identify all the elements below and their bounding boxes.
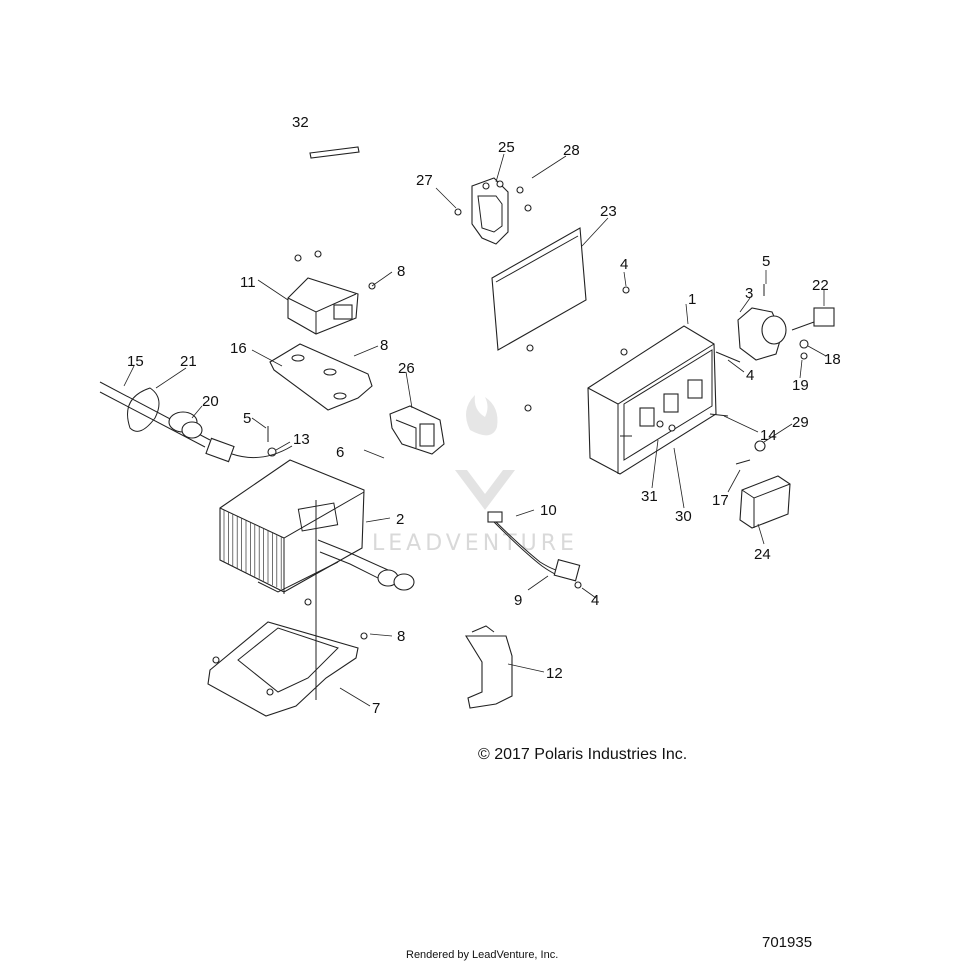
callout-15: 15 (127, 353, 144, 370)
callout-labels: 1 2 3 4 4 4 4 5 5 6 7 8 8 8 8 9 10 11 12… (127, 114, 841, 717)
callout-16: 16 (230, 340, 247, 357)
callout-23: 23 (600, 203, 617, 220)
watermark-text: LEADVENTURE (372, 531, 578, 556)
callout-4-top: 4 (620, 256, 628, 273)
callout-8-bottom: 8 (397, 628, 405, 645)
part-11-module (287, 250, 376, 335)
part-18-nut (799, 339, 809, 349)
callout-24: 24 (754, 546, 771, 563)
watermark: LEADVENTURE (372, 395, 578, 556)
callout-32: 32 (292, 114, 309, 131)
part-9-harness (487, 511, 582, 589)
part-19-washer (800, 352, 808, 360)
charger-cord (205, 437, 293, 463)
callout-14: 14 (760, 427, 777, 444)
callout-5-right: 5 (762, 253, 770, 270)
part-15-cable (99, 381, 211, 448)
callout-13: 13 (293, 431, 310, 448)
callout-5-left: 5 (243, 410, 251, 427)
callout-25: 25 (498, 139, 515, 156)
callout-8-top: 8 (397, 263, 405, 280)
callout-2: 2 (396, 511, 404, 528)
callout-30: 30 (675, 508, 692, 525)
callout-4-bottom: 4 (591, 592, 599, 609)
callout-21: 21 (180, 353, 197, 370)
part-16-plate (269, 343, 373, 411)
part-23-panel (491, 227, 587, 351)
part-26-bracket (389, 405, 445, 455)
part-7-plate (207, 500, 368, 717)
rendered-by-credit: Rendered by LeadVenture, Inc. (406, 949, 558, 961)
callout-27: 27 (416, 172, 433, 189)
callout-26: 26 (398, 360, 415, 377)
callout-19: 19 (792, 377, 809, 394)
callout-6: 6 (336, 444, 344, 461)
callout-18: 18 (824, 351, 841, 368)
callout-11: 11 (240, 274, 256, 291)
part-12-cover (465, 625, 513, 709)
part-2-charger (219, 459, 415, 594)
part-25-bracket (454, 177, 532, 245)
part-1-controller (524, 286, 741, 475)
callout-28: 28 (563, 142, 580, 159)
document-number: 701935 (762, 934, 812, 951)
leader-lines (123, 153, 827, 707)
callout-22: 22 (812, 277, 829, 294)
part-22-connector (813, 307, 835, 327)
callout-3: 3 (745, 285, 753, 302)
callout-29: 29 (792, 414, 809, 431)
callout-31: 31 (641, 488, 658, 505)
part-3-solenoid (737, 284, 815, 361)
copyright-notice: © 2017 Polaris Industries Inc. (478, 746, 687, 763)
part-32-bar (309, 146, 360, 159)
callout-12: 12 (546, 665, 563, 682)
callout-10: 10 (540, 502, 557, 519)
part-24-fuse-block (735, 440, 791, 529)
callout-17: 17 (712, 492, 729, 509)
callout-7: 7 (372, 700, 380, 717)
callout-1: 1 (688, 291, 696, 308)
callout-8-mid: 8 (380, 337, 388, 354)
callout-4-right: 4 (746, 367, 754, 384)
callout-9: 9 (514, 592, 522, 609)
callout-20: 20 (202, 393, 219, 410)
